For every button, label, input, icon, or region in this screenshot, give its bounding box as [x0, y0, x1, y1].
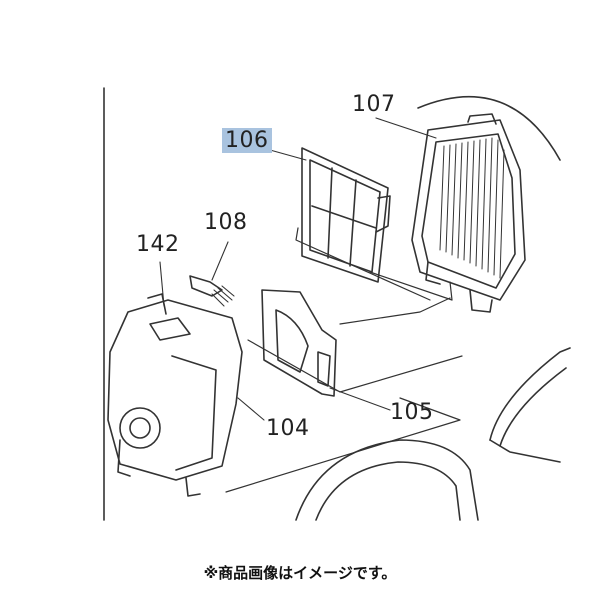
- filter-cassette-107: [411, 113, 526, 313]
- label-part-142: 142: [136, 232, 180, 257]
- separator-part-105: [261, 289, 337, 397]
- filter-frame-106: [301, 147, 391, 283]
- dust-case-104: [107, 293, 243, 497]
- image-disclaimer-caption: ※商品画像はイメージです。: [203, 564, 397, 582]
- label-part-106: 106: [222, 128, 272, 153]
- label-part-108: 108: [204, 210, 248, 235]
- brush-part-108: [189, 275, 235, 307]
- wheel: [295, 439, 479, 521]
- label-part-104: 104: [266, 416, 310, 441]
- handle-arc: [489, 347, 571, 463]
- label-part-105: 105: [390, 400, 434, 425]
- body-outline-top: [417, 95, 561, 161]
- label-part-106-text: 106: [222, 128, 272, 153]
- leader-lines: [159, 117, 437, 421]
- label-part-107: 107: [352, 92, 396, 117]
